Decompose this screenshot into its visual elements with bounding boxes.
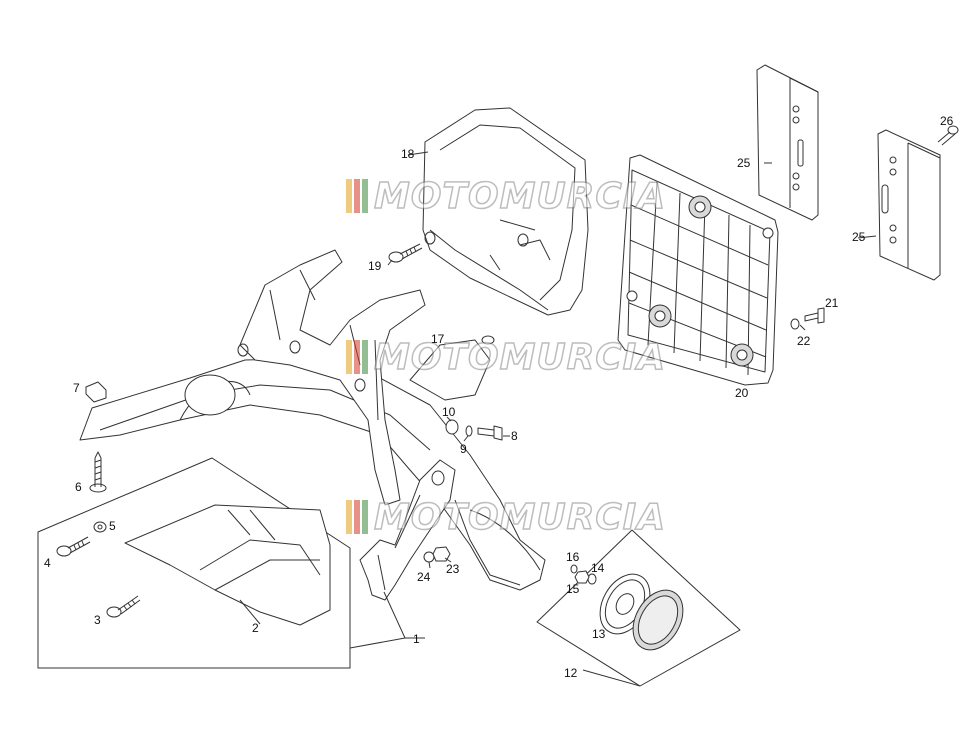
part-label-20: 20	[735, 386, 749, 400]
part-3-screw	[106, 595, 141, 618]
part-6-screw	[89, 451, 107, 493]
part-label-23: 23	[446, 562, 460, 576]
part-label-3: 3	[94, 613, 101, 627]
part-label-15: 15	[566, 582, 580, 596]
part-19-screw	[388, 243, 423, 263]
part-14-washer	[587, 573, 597, 585]
part-label-5: 5	[109, 519, 116, 533]
reflector-lens	[632, 589, 684, 651]
part-label-18: 18	[401, 147, 415, 161]
part-label-8: 8	[511, 429, 518, 443]
watermark: MOTOMURCIA	[346, 174, 666, 218]
watermark-text: MOTOMURCIA	[373, 175, 667, 218]
part-label-24: 24	[417, 570, 431, 584]
part-17-panel	[409, 339, 491, 401]
part-22-washer	[790, 318, 800, 330]
part-label-16: 16	[566, 550, 580, 564]
watermark-flag-icon	[346, 340, 370, 374]
part-label-7: 7	[73, 381, 80, 395]
part-4-screw	[56, 536, 91, 557]
part-24-washer	[423, 551, 435, 563]
part-label-2: 2	[252, 621, 259, 635]
part-label-13: 13	[592, 627, 606, 641]
plate-grid	[628, 181, 769, 376]
part-21-bolt	[804, 307, 825, 324]
part-9-washer	[465, 425, 473, 437]
part-label-21: 21	[825, 296, 839, 310]
part-label-1: 1	[413, 632, 420, 646]
part-2-flap	[124, 504, 331, 626]
watermark-text: MOTOMURCIA	[373, 496, 667, 539]
callout-frame-12	[536, 529, 741, 687]
part-label-26: 26	[940, 114, 954, 128]
leader-lines	[239, 151, 877, 687]
part-label-14: 14	[591, 561, 605, 575]
watermark-flag-icon	[346, 500, 370, 534]
watermark: MOTOMURCIA	[346, 495, 666, 539]
callout-frame-1	[37, 457, 351, 669]
part-5-washer	[93, 521, 107, 533]
watermark: MOTOMURCIA	[346, 335, 666, 379]
part-label-6: 6	[75, 480, 82, 494]
part-label-19: 19	[368, 259, 382, 273]
part-label-17: 17	[431, 332, 445, 346]
part-16-washer	[570, 564, 578, 574]
part-label-22: 22	[797, 334, 811, 348]
part-label-25-lower: 25	[852, 230, 866, 244]
part-label-25-upper: 25	[737, 156, 751, 170]
part-label-12: 12	[564, 666, 578, 680]
part-25-bracket-upper	[756, 64, 819, 221]
part-label-10: 10	[442, 405, 456, 419]
part-25-bracket-lower	[877, 129, 941, 281]
part-23-nut	[432, 546, 451, 562]
part-18-housing	[422, 107, 589, 316]
part-26-screw	[937, 125, 959, 146]
part-label-9: 9	[460, 442, 467, 456]
watermark-flag-icon	[346, 179, 370, 213]
part-7-clip	[85, 381, 107, 403]
part-20-plate-holder	[617, 154, 779, 386]
part-label-4: 4	[44, 556, 51, 570]
upper-bracket	[239, 249, 426, 506]
part-10-bushing	[445, 419, 459, 435]
part-8-bolt	[477, 425, 503, 441]
rear-bracket	[359, 459, 456, 601]
part-15-nut	[574, 570, 590, 584]
watermark-text: MOTOMURCIA	[373, 336, 667, 379]
